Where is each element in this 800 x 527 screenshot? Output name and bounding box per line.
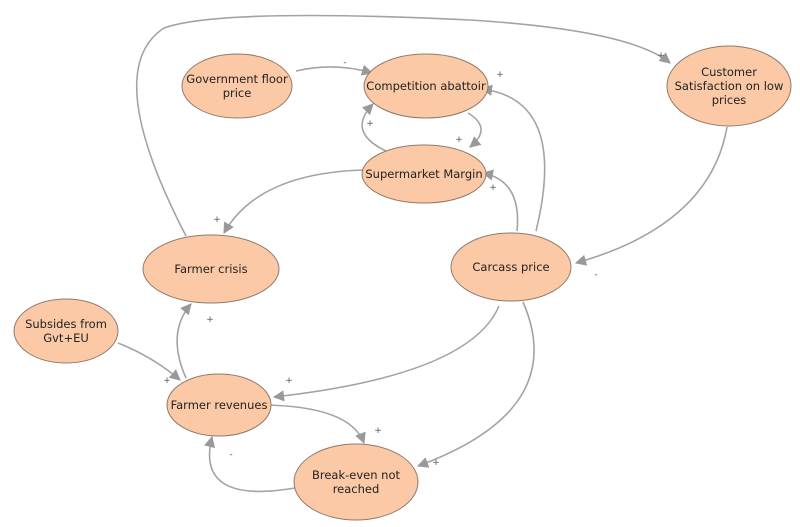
node-rev[interactable]: Farmer revenues	[166, 373, 272, 437]
node-super-label: Supermarket Margin	[365, 167, 482, 181]
node-super[interactable]: Supermarket Margin	[361, 144, 487, 204]
node-subs-shape	[13, 298, 119, 364]
node-rev-label: Farmer revenues	[171, 398, 268, 412]
edge-break-rev	[204, 435, 296, 493]
node-crisis-label: Farmer crisis	[174, 262, 247, 276]
edge-polarity-carcass-break: +	[432, 458, 440, 468]
edge-rev-break	[262, 404, 366, 445]
node-carcass-label: Carcass price	[472, 260, 549, 274]
node-comp[interactable]: Competition abattoir	[363, 53, 489, 119]
edge-carcass-super	[481, 169, 519, 232]
node-break-label: reached	[333, 482, 380, 496]
edge-super-crisis	[223, 169, 365, 234]
edge-gov-comp	[295, 64, 374, 76]
node-cust-shape	[666, 45, 792, 127]
node-carcass-shape	[450, 232, 572, 302]
edge-polarity-carcass-super: +	[489, 183, 497, 193]
node-cust-label: Satisfaction on low	[675, 79, 784, 93]
node-crisis-shape	[142, 234, 280, 304]
node-comp-shape	[363, 53, 489, 119]
node-cust-label: prices	[712, 93, 747, 107]
node-gov-label: price	[223, 86, 252, 100]
node-subs-label: Subsides from	[25, 317, 107, 331]
edge-crisis-cust	[135, 14, 671, 237]
edge-super-comp	[361, 103, 387, 152]
node-break-label: Break-even not	[312, 468, 401, 482]
node-rev-shape	[166, 373, 272, 437]
node-carcass[interactable]: Carcass price	[450, 232, 572, 302]
node-cust-label: Customer	[701, 65, 757, 79]
edge-polarity-break-rev: -	[229, 450, 232, 460]
edge-comp-super	[467, 112, 482, 148]
edge-polarity-subs-rev: +	[163, 376, 171, 386]
edge-polarity-rev-crisis: +	[206, 315, 214, 325]
edge-carcass-rev	[272, 305, 500, 402]
edge-cust-carcass	[574, 126, 728, 266]
edge-carcass-break	[416, 301, 535, 468]
node-gov-shape	[181, 53, 293, 119]
edge-polarity-super-crisis: +	[213, 215, 221, 225]
edge-polarity-carcass-comp: +	[496, 70, 504, 80]
edge-polarity-comp-super: +	[455, 135, 463, 145]
edge-polarity-cust-carcass: -	[594, 270, 597, 280]
node-comp-label: Competition abattoir	[366, 79, 486, 93]
node-gov-label: Government floor	[186, 72, 288, 86]
edge-polarity-gov-comp: -	[343, 58, 346, 68]
node-break-shape	[293, 443, 419, 521]
node-super-shape	[361, 144, 487, 204]
edge-polarity-rev-break: +	[374, 426, 382, 436]
edge-polarity-carcass-rev: +	[285, 376, 293, 386]
edge-rev-crisis	[176, 303, 192, 379]
edge-polarity-super-comp: +	[366, 119, 374, 129]
edge-subs-rev	[117, 342, 181, 381]
node-crisis[interactable]: Farmer crisis	[142, 234, 280, 304]
edge-polarity-crisis-cust: +	[657, 51, 665, 61]
node-subs-label: Gvt+EU	[43, 331, 89, 345]
edge-carcass-comp	[480, 84, 546, 232]
